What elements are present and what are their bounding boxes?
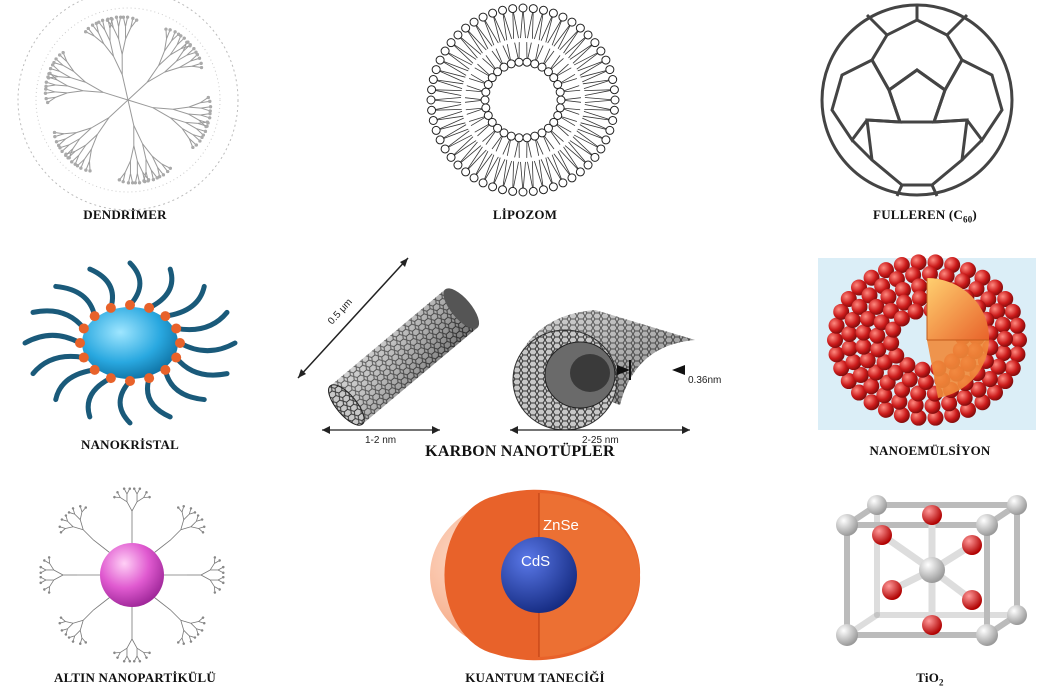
tio2-caption: TiO2: [860, 670, 1000, 688]
liposome-illustration: [418, 0, 628, 200]
quantum-core-label: CdS: [521, 553, 550, 570]
quantum-shell-label: ZnSe: [543, 517, 579, 534]
fullerene-subscript: 60: [963, 215, 972, 225]
tio2-subscript: 2: [939, 678, 944, 688]
nanocrystal-illustration: [10, 258, 250, 428]
carbon-nanotubes-caption: KARBON NANOTÜPLER: [390, 443, 650, 461]
tube-wall-gap-label: 0.36nm: [688, 375, 721, 386]
quantum-dot-caption: KUANTUM TANECİĞİ: [440, 670, 630, 686]
liposome-caption: LİPOZOM: [440, 207, 610, 223]
tio2-illustration: [822, 490, 1032, 660]
nanoemulsion-caption: NANOEMÜLSİYON: [840, 443, 1020, 459]
fullerene-illustration: [812, 0, 1022, 200]
carbon-nanotubes-illustration: 0.5 μm 1-2 nm 0.36nm 2-25 nm: [290, 250, 720, 450]
nanocrystal-caption: NANOKRİSTAL: [40, 437, 220, 453]
fullerene-caption: FULLEREN (C60): [840, 207, 1010, 225]
gold-nanoparticle-illustration: [10, 490, 255, 660]
dendrimer-illustration: [8, 0, 248, 200]
gold-nanoparticle-caption: ALTIN NANOPARTİKÜLÜ: [20, 670, 250, 686]
quantum-dot-illustration: ZnSe CdS: [425, 490, 645, 660]
dendrimer-caption: DENDRİMER: [40, 207, 210, 223]
tube-length-label: 0.5 μm: [326, 297, 355, 327]
nanoemulsion-illustration: [818, 258, 1036, 430]
